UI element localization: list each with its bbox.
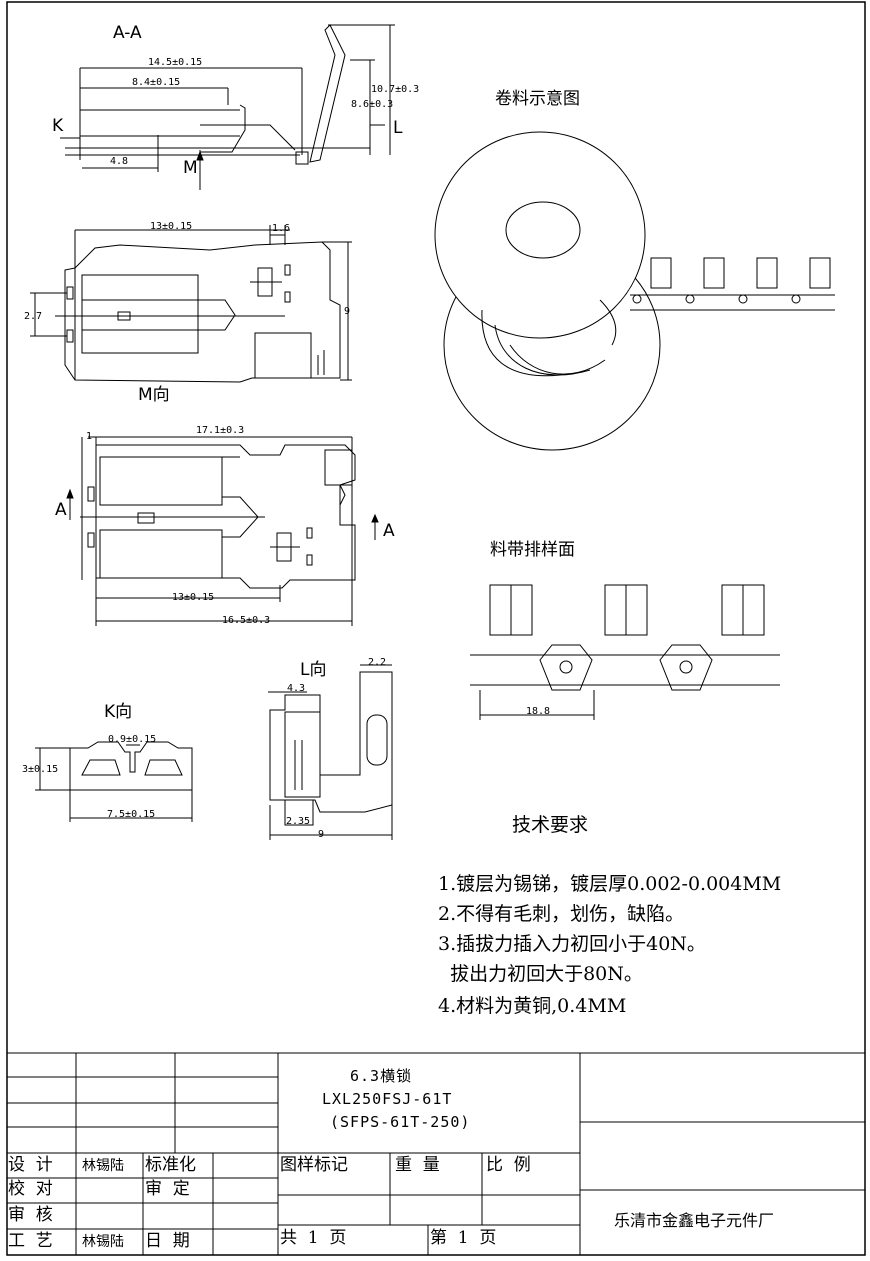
scale-label: 比 例 (486, 1155, 531, 1175)
section-aa-drawing (60, 24, 395, 190)
dim-k-2: 3±0.15 (22, 764, 59, 775)
row-design-sign: 林锡陆 (82, 1158, 124, 1174)
tech-item-5: 4.材料为黄铜,0.4MM (438, 995, 627, 1017)
reel-title: 卷料示意图 (495, 89, 580, 109)
view-l-drawing (268, 664, 393, 840)
row-standard-label: 标准化 (145, 1155, 196, 1175)
dim-aa-2: 8.4±0.15 (132, 77, 181, 88)
view-m-title: M向 (138, 385, 170, 405)
dim-m-2: 1.6 (272, 223, 291, 234)
tech-item-3: 3.插拔力插入力初回小于40N。 (438, 933, 706, 955)
row-check-label: 校 对 (8, 1179, 53, 1199)
label-l: L (393, 118, 403, 138)
title-block-grid (7, 1052, 865, 1255)
row-review-label: 审 核 (8, 1205, 53, 1225)
row-process-sign: 林锡陆 (82, 1234, 124, 1250)
tech-item-2: 2.不得有毛刺，划伤，缺陷。 (438, 903, 685, 925)
row-design-label: 设 计 (8, 1155, 53, 1175)
view-m-drawing (30, 225, 352, 383)
dim-aa-3: 10.7±0.3 (371, 84, 420, 95)
view-k-title: K向 (104, 702, 133, 722)
label-a-right: A (383, 521, 395, 541)
section-aa-title: A-A (113, 23, 142, 43)
dim-k-1: 0.9±0.15 (108, 734, 157, 745)
label-a-left: A (55, 500, 67, 520)
dim-l-3: 2.35 (286, 816, 311, 827)
dim-aa-1: 14.5±0.15 (148, 57, 203, 68)
dim-aa-5: 4.8 (110, 156, 129, 167)
label-k: K (52, 116, 64, 136)
dim-plan-1: 1 (86, 431, 93, 442)
tech-title: 技术要求 (512, 814, 589, 836)
company-name: 乐清市金鑫电子元件厂 (614, 1211, 775, 1230)
view-k-drawing (35, 741, 193, 822)
dim-plan-2: 17.1±0.3 (196, 425, 245, 436)
mark-label: 图样标记 (280, 1155, 348, 1175)
row-approve-label: 审 定 (145, 1179, 190, 1199)
sheet-border (6, 1, 866, 1256)
dim-k-3: 7.5±0.15 (107, 809, 156, 820)
dim-plan-4: 16.5±0.3 (222, 615, 271, 626)
strip-title: 料带排样面 (490, 540, 575, 560)
total-pages: 共 1 页 (280, 1228, 347, 1248)
dim-m-4: 9 (344, 306, 351, 317)
plan-view-drawing (66, 436, 379, 626)
part-number: LXL250FSJ-61T (322, 1090, 453, 1108)
dim-m-3: 2.7 (24, 311, 43, 322)
reel-drawing (434, 131, 835, 451)
tech-item-1: 1.镀层为锡锑，镀层厚0.002-0.004MM (438, 873, 782, 895)
dim-aa-4: 8.6±0.3 (351, 99, 394, 110)
tech-item-4: 拔出力初回大于80N。 (438, 963, 643, 985)
label-m: M (183, 158, 198, 178)
part-name: 6.3横锁 (350, 1067, 413, 1085)
weight-label: 重 量 (395, 1155, 440, 1175)
dim-l-1: 2.2 (368, 657, 387, 668)
dim-plan-3: 13±0.15 (172, 592, 215, 603)
row-process-label: 工 艺 (8, 1231, 53, 1251)
dim-l-2: 4.3 (287, 683, 306, 694)
part-alt-number: (SFPS-61T-250) (330, 1113, 471, 1131)
strip-drawing (470, 584, 780, 720)
view-l-title: L向 (300, 660, 327, 680)
dim-strip: 18.8 (526, 706, 551, 717)
page-number: 第 1 页 (430, 1228, 497, 1248)
dim-l-4: 9 (318, 829, 325, 840)
row-date-label: 日 期 (145, 1231, 190, 1251)
dim-m-1: 13±0.15 (150, 221, 193, 232)
